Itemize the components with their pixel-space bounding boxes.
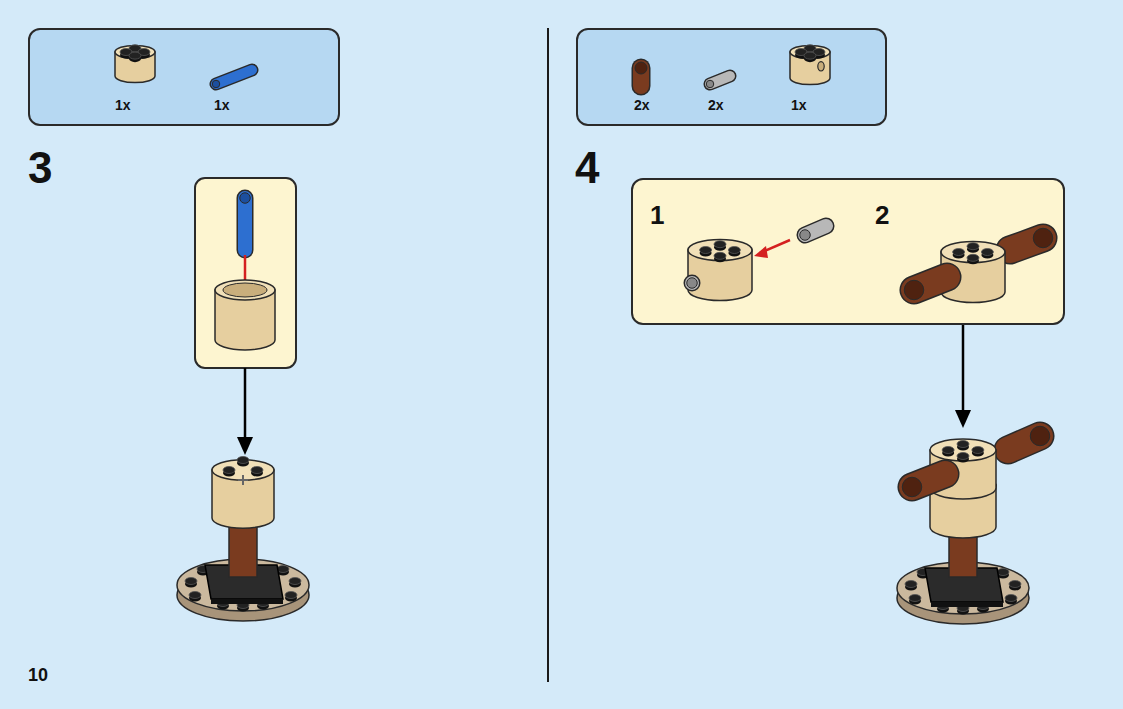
part-quantity: 1x — [791, 98, 807, 112]
part-icons — [30, 30, 342, 128]
parts-list-box: 1x 1x — [28, 28, 340, 126]
step-number: 3 — [28, 146, 52, 190]
part-quantity: 1x — [115, 98, 131, 112]
parts-list-box: 2x 2x 1x — [576, 28, 887, 126]
part-icons — [578, 30, 889, 128]
substep-callout: 12 — [631, 178, 1065, 325]
substep-number: 1 — [650, 202, 664, 228]
part-icons — [633, 180, 1067, 327]
step-number: 4 — [575, 146, 599, 190]
part-quantity: 2x — [708, 98, 724, 112]
part-quantity: 1x — [214, 98, 230, 112]
substep-number: 2 — [875, 202, 889, 228]
part-quantity: 2x — [634, 98, 650, 112]
page-number: 10 — [28, 666, 48, 684]
